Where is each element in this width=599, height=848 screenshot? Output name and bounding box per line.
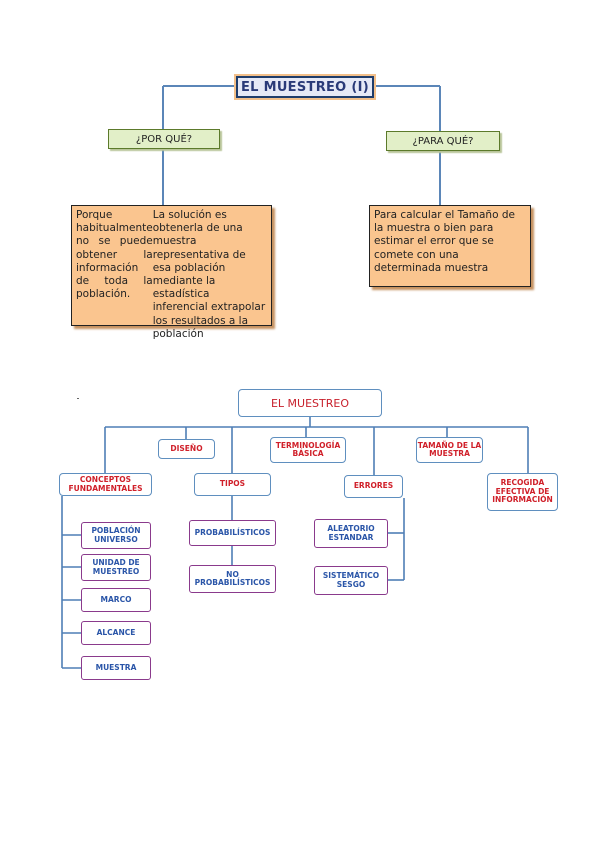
concept-item-muestra: MUESTRA — [81, 656, 151, 680]
concept-item-unidad: UNIDAD DE MUESTREO — [81, 554, 151, 581]
tipos-box: TIPOS — [194, 473, 271, 496]
error-item-aleatorio: ALEATORIO ESTANDAR — [314, 519, 388, 548]
top-title-box: EL MUESTREO (I) — [236, 76, 374, 98]
terminologia-box: TERMINOLOGÍA BÁSICA — [270, 437, 346, 463]
diseno-box: DISEÑO — [158, 439, 215, 459]
why-box: ¿POR QUÉ? — [108, 129, 220, 149]
what-for-box: ¿PARA QUÉ? — [386, 131, 500, 151]
error-item-sistematico: SISTEMÁTICO SESGO — [314, 566, 388, 595]
errores-box: ERRORES — [344, 475, 403, 498]
why-answer-box: Porque habitualmente no se puede obtener… — [71, 205, 272, 340]
bottom-title-box: EL MUESTREO — [238, 389, 382, 417]
tipo-item-no-probabilisticos: NO PROBABILÍSTICOS — [189, 565, 276, 593]
stray-dot — [77, 398, 79, 399]
conceptos-box: CONCEPTOS FUNDAMENTALES — [59, 473, 152, 496]
concept-item-marco: MARCO — [81, 588, 151, 612]
concept-item-poblacion: POBLACIÓN UNIVERSO — [81, 522, 151, 549]
concept-item-alcance: ALCANCE — [81, 621, 151, 645]
tamano-box: TAMAÑO DE LA MUESTRA — [416, 437, 483, 463]
why-answer-line1: Porque habitualmente no se puede obtener… — [76, 209, 153, 301]
what-for-answer-box: Para calcular el Tamaño de la muestra o … — [369, 205, 531, 287]
why-answer-line2: La solución es obtenerla de una muestra … — [152, 209, 266, 340]
what-for-answer-text: Para calcular el Tamaño de la muestra o … — [374, 209, 515, 274]
tipo-item-probabilisticos: PROBABILÍSTICOS — [189, 520, 276, 546]
recogida-box: RECOGIDA EFECTIVA DE INFORMACIÓN — [487, 473, 558, 511]
